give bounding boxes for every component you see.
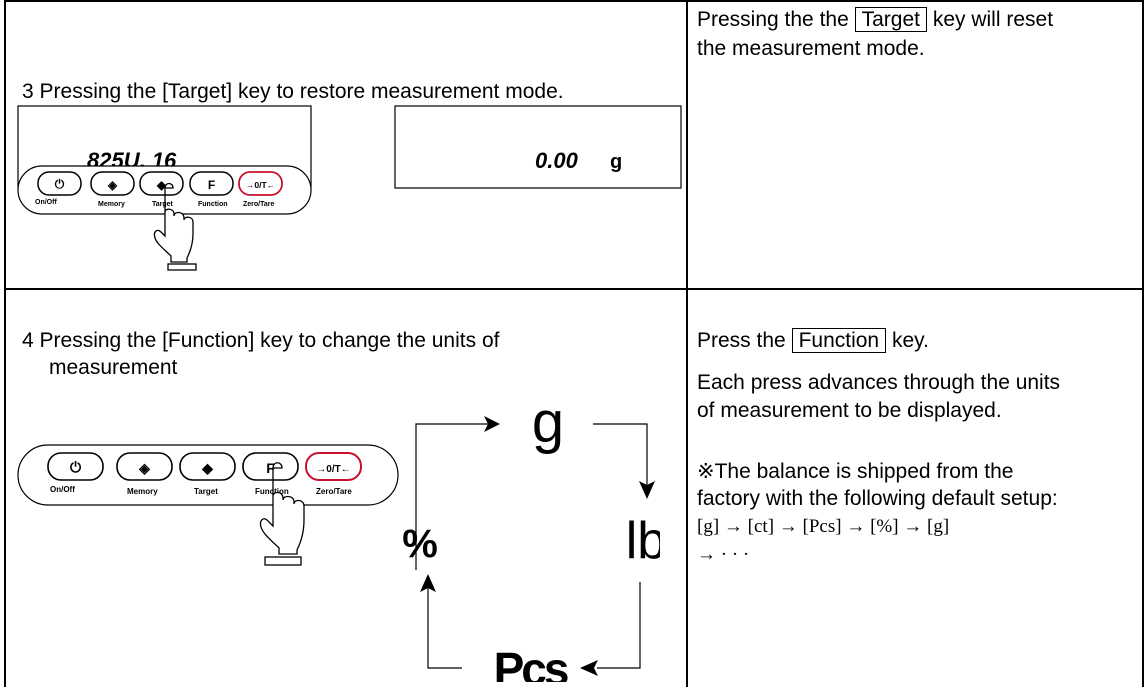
function-key-letter: F [208,178,215,192]
target-label: Target [194,487,218,496]
step-3-description-prefix: Pressing the the [697,8,849,31]
memory-label: Memory [127,487,158,496]
memory-icon: ◈ [107,178,118,192]
zero-tare-label: Zero/Tare [243,201,274,208]
on-off-key [47,452,104,481]
table-top-border [4,0,1144,2]
step-4-keypad-illustration: ⏻ On/Off ◈ Memory ◆ Target F Function →0… [17,444,399,566]
step-3-description-line2: the measurement mode. [697,37,925,60]
on-off-label: On/Off [35,199,57,206]
default-setup-sequence-continued: → · · · [697,544,750,565]
display-after [394,105,682,189]
cycle-arrow-percent-to-g [415,423,488,570]
step-3-text: 3 Pressing the [Target] key to restore m… [22,80,564,103]
zero-tare-key [305,452,362,481]
step-4-description-prefix: Press the [697,329,786,352]
target-key [179,452,236,481]
function-key-reference: Function [791,328,887,353]
arrow-head-down [639,481,655,499]
table-column-divider [686,0,688,687]
default-setup-note-line2: factory with the following default setup… [697,487,1058,510]
step-4-description-line1: Press the Function key. [697,327,929,354]
zero-tare-label: Zero/Tare [316,487,352,496]
power-icon: ⏻ [55,177,65,191]
zero-tare-symbol: →0/T← [246,180,275,190]
default-setup-sequence: [g] → [ct] → [Pcs] → [%] → [g] [697,516,950,537]
step-3-illustration: 825U. 16 0.00 g ⏻ On/Off ◈ Memory ◆ Targ… [17,105,682,271]
display-after-reading: 0.00 [535,148,579,173]
on-off-key [37,171,82,196]
on-off-label: On/Off [50,485,75,494]
step-3-description-line1: Pressing the the Target key will reset [697,6,1053,33]
target-key [139,171,184,196]
cycle-arrow-g-to-lb [593,423,648,487]
memory-key [116,452,173,481]
step-3-description-suffix: key will reset [932,8,1054,31]
memory-label: Memory [98,201,125,208]
table-row-divider [4,288,1144,290]
unit-percent: % [402,522,438,566]
unit-lb: lb [626,512,660,570]
function-label: Function [198,201,228,208]
zero-tare-symbol: →0/T← [316,464,350,475]
step-4-description-suffix: key. [891,329,929,352]
default-setup-note-line1: ※The balance is shipped from the [697,460,1014,483]
display-after-unit: g [610,151,622,173]
power-icon: ⏻ [70,459,81,475]
cycle-arrow-pcs-to-percent [427,587,462,669]
unit-pcs: Pcs [494,643,568,682]
arrow-head-right [484,416,500,432]
step-4-description-line2: Each press advances through the units [697,371,1061,394]
unit-cycle-diagram: g lb Pcs % [402,392,660,682]
function-key [189,171,234,196]
step-4-description-line3: of measurement to be displayed. [697,399,1002,422]
memory-icon: ◈ [138,460,151,476]
pressing-hand-icon [153,182,197,271]
function-key [242,452,299,481]
arrow-head-up [420,574,436,592]
memory-key [90,171,135,196]
step-4-text-line1: 4 Pressing the [Function] key to change … [22,329,500,352]
table-right-border [1142,0,1144,687]
target-icon: ◆ [201,460,214,476]
target-label: Target [152,201,174,208]
function-key-letter: F [266,460,275,476]
step-4-text-line2: measurement [49,356,178,379]
zero-tare-key [238,171,283,196]
function-label: Function [255,487,289,496]
target-key-reference: Target [854,7,927,32]
table-left-border [4,0,6,687]
pressing-hand-icon [259,462,305,566]
arrow-head-left [580,660,598,676]
cycle-arrow-lb-to-pcs [597,582,641,669]
target-icon: ◆ [156,178,167,192]
unit-g: g [532,392,564,455]
